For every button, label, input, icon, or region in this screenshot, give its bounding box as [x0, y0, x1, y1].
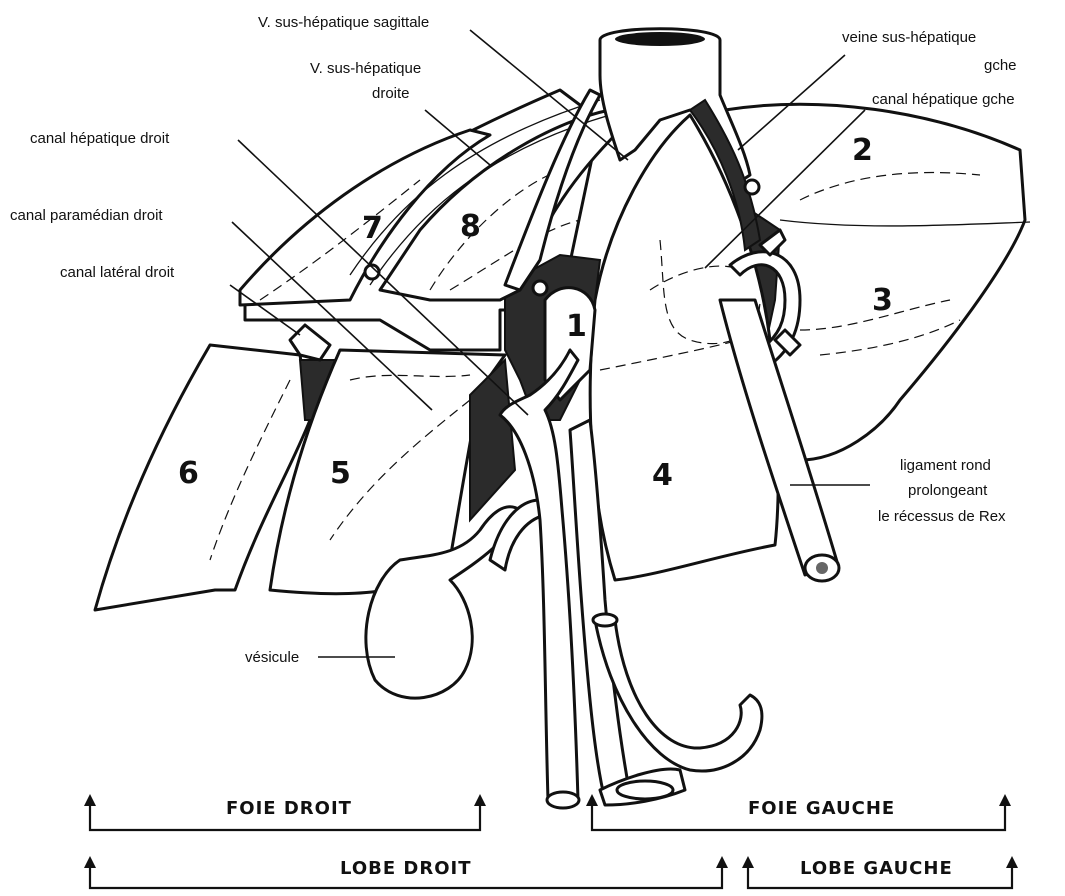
- label-vesicule: vésicule: [245, 649, 299, 666]
- ivc-lumen: [615, 32, 705, 46]
- arrow-lobe-droit-left: [84, 856, 96, 868]
- vein-orifice-8: [533, 281, 547, 295]
- vein-orifice-left: [745, 180, 759, 194]
- segment-3-number: 3: [872, 283, 893, 318]
- label-veine-sus-hepatique-gche-1: veine sus-hépatique: [842, 29, 976, 46]
- segment-2-number: 2: [852, 133, 873, 168]
- arrow-lobe-droit-right: [716, 856, 728, 868]
- label-ligament-rond-1: ligament rond: [900, 457, 991, 474]
- round-ligament-dots: [816, 562, 828, 574]
- region-brackets: FOIE DROIT FOIE GAUCHE LOBE DROIT LOBE G…: [84, 794, 1018, 888]
- arrow-foie-droit-left: [84, 794, 96, 806]
- segment-5-number: 5: [330, 456, 351, 491]
- bracket-lobe-gauche-label: LOBE GAUCHE: [800, 858, 953, 879]
- label-canal-hepatique-gche: canal hépatique gche: [872, 91, 1015, 108]
- bracket-foie-droit-label: FOIE DROIT: [226, 798, 352, 819]
- label-ligament-rond-3: le récessus de Rex: [878, 508, 1006, 525]
- right-bile-duct: [500, 350, 578, 800]
- arrow-foie-gauche-left: [586, 794, 598, 806]
- bile-duct-end: [547, 792, 579, 808]
- arrow-lobe-gauche-left: [742, 856, 754, 868]
- label-v-sus-hepatique-droite-1: V. sus-hépatique: [310, 60, 421, 77]
- label-veine-sus-hepatique-gche-2: gche: [984, 57, 1017, 74]
- label-canal-hepatique-droit: canal hépatique droit: [30, 130, 170, 147]
- segment-6-number: 6: [178, 456, 199, 491]
- label-canal-paramedian-droit: canal paramédian droit: [10, 207, 163, 224]
- arrow-foie-gauche-right: [999, 794, 1011, 806]
- segment-4-number: 4: [652, 458, 673, 493]
- label-v-sus-hepatique-droite-2: droite: [372, 85, 410, 102]
- hepatic-artery-top: [593, 614, 617, 626]
- bracket-lobe-droit-label: LOBE DROIT: [340, 858, 472, 879]
- common-vessel-end: [617, 781, 673, 799]
- label-v-sus-hepatique-sagittale: V. sus-hépatique sagittale: [258, 14, 429, 31]
- segment-1-number: 1: [566, 309, 587, 344]
- segment-7-number: 7: [362, 211, 383, 246]
- arrow-lobe-gauche-right: [1006, 856, 1018, 868]
- liver-illustration: [95, 29, 1030, 808]
- label-canal-lateral-droit: canal latéral droit: [60, 264, 175, 281]
- bracket-foie-gauche-label: FOIE GAUCHE: [748, 798, 895, 819]
- label-ligament-rond-2: prolongeant: [908, 482, 988, 499]
- arrow-foie-droit-right: [474, 794, 486, 806]
- segment-8-number: 8: [460, 209, 481, 244]
